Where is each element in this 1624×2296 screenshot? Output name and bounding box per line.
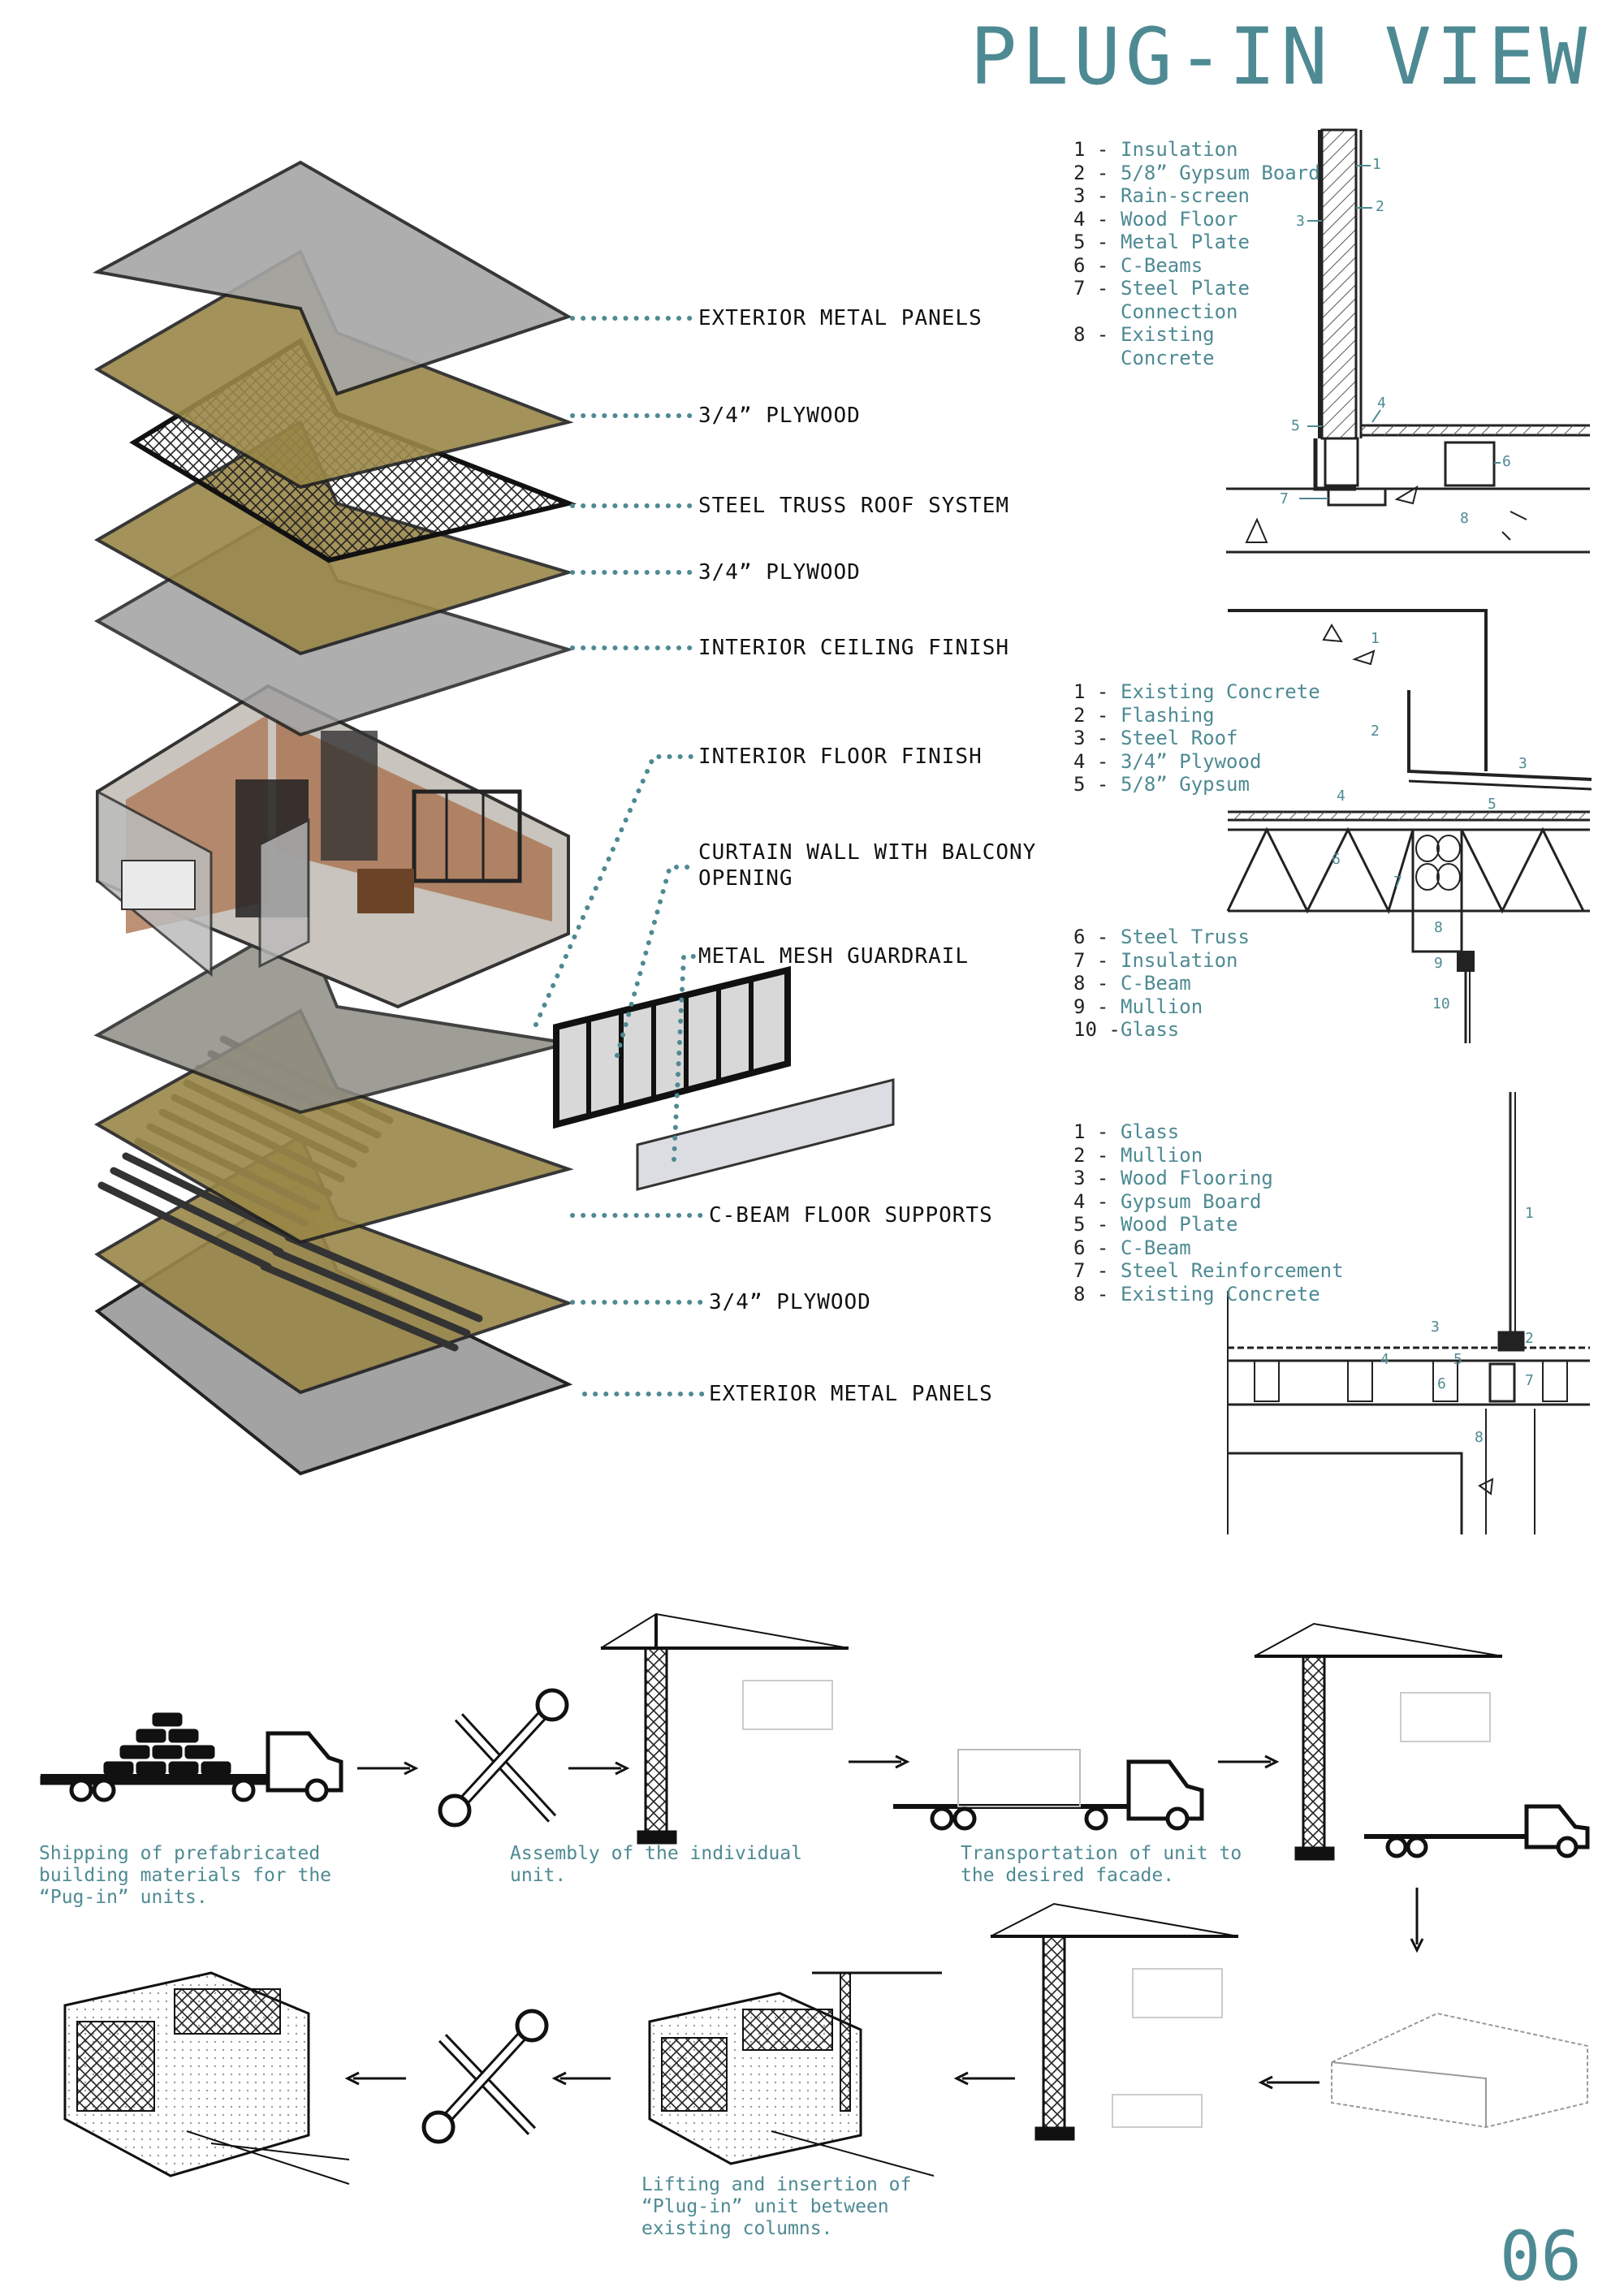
legend-row: 2 -5/8” Gypsum Board [1073, 161, 1320, 184]
tag: 1 [1371, 630, 1380, 647]
detail-section-3 [1227, 1092, 1590, 1534]
truck-with-materials [40, 1712, 343, 1802]
tag: 7 [1280, 490, 1289, 507]
legend-row: 1 -Insulation [1073, 138, 1238, 161]
interior-unit-model [96, 684, 570, 1009]
legend-row: 5 -Metal Plate [1073, 231, 1250, 253]
crane-2 [1254, 1622, 1590, 1861]
callout-steel-truss-roof: STEEL TRUSS ROOF SYSTEM [698, 494, 1010, 518]
legend-row: 2 -Flashing [1073, 703, 1215, 727]
tag: 2 [1371, 723, 1380, 740]
tag: 7 [1525, 1372, 1534, 1389]
tag: 8 [1475, 1429, 1484, 1446]
legend-row: 8 -Existing Concrete [1073, 1282, 1320, 1306]
legend-row: 8 -Existing Concrete [1073, 323, 1215, 369]
layer-top-metal-panel [93, 160, 572, 396]
legend-row: 2 -Mullion [1073, 1143, 1203, 1167]
callout-leaders [533, 316, 707, 1396]
legend-row: 8 -C-Beam [1073, 972, 1191, 995]
legend-row: 1 -Glass [1073, 1120, 1180, 1143]
exploded-axonometric [93, 160, 895, 1476]
tag: 4 [1337, 788, 1345, 805]
caption-shipping: Shipping of prefabricated building mater… [39, 1843, 332, 1908]
unit-lifted [1331, 2012, 1588, 2129]
callout-exterior-metal-panels-top: EXTERIOR METAL PANELS [698, 306, 983, 330]
tag: 6 [1437, 1375, 1446, 1392]
callout-c-beam-supports: C-BEAM FLOOR SUPPORTS [709, 1203, 993, 1228]
tag: 8 [1434, 919, 1443, 936]
legend-row: 10 -Glass [1073, 1018, 1180, 1041]
callout-plywood-under-truss: 3/4” PLYWOOD [698, 560, 861, 585]
tag: 3 [1518, 755, 1527, 772]
detail-2-legend-b: 6 -Steel Truss 7 -Insulation 8 -C-Beam 9… [1073, 926, 1250, 1042]
legend-row: 6 -Steel Truss [1073, 926, 1250, 948]
metal-mesh-guardrail [636, 1078, 895, 1191]
building-final [63, 1971, 350, 2185]
legend-row: 3 -Rain-screen [1073, 184, 1250, 207]
truck-with-unit [893, 1749, 1204, 1831]
curtain-wall-panel [553, 965, 791, 1129]
tag: 4 [1377, 395, 1386, 412]
tag: 9 [1434, 955, 1443, 972]
page-number: 06 [1499, 2216, 1582, 2296]
callout-interior-ceiling: INTERIOR CEILING FINISH [698, 636, 1010, 660]
legend-row: 7 -Insulation [1073, 948, 1238, 972]
legend-row: 1 -Existing Concrete [1073, 680, 1320, 703]
process-diagram [40, 1612, 1590, 2185]
crane-1 [600, 1612, 849, 1845]
crane-3 [990, 1902, 1239, 2141]
callout-plywood-bottom: 3/4” PLYWOOD [709, 1290, 871, 1314]
tag: 3 [1296, 213, 1305, 230]
legend-row: 4 -Wood Floor [1073, 207, 1238, 231]
detail-section-2 [1226, 609, 1592, 1043]
page-title: PLUG-IN VIEW [970, 11, 1592, 102]
legend-row: 5 -Wood Plate [1073, 1213, 1238, 1236]
tag: 5 [1453, 1351, 1462, 1368]
detail-section-1 [1226, 128, 1590, 554]
callout-interior-floor: INTERIOR FLOOR FINISH [698, 744, 983, 769]
legend-row: 6 -C-Beam [1073, 1236, 1191, 1259]
callout-exterior-metal-panels-bottom: EXTERIOR METAL PANELS [709, 1382, 993, 1406]
legend-row: 9 -Mullion [1073, 995, 1203, 1018]
tag: 7 [1393, 874, 1402, 891]
callout-curtain-wall: CURTAIN WALL WITH BALCONY OPENING [698, 840, 1037, 891]
tag: 4 [1380, 1351, 1389, 1368]
caption-transportation: Transportation of unit to the desired fa… [961, 1843, 1242, 1886]
tag: 2 [1525, 1330, 1534, 1347]
final-tools-icon [421, 2009, 549, 2144]
legend-row: 5 -5/8” Gypsum [1073, 773, 1250, 796]
legend-row: 6 -C-Beams [1073, 253, 1203, 277]
legend-row: 7 -Steel Reinforcement [1073, 1259, 1344, 1282]
legend-row: 3 -Wood Flooring [1073, 1167, 1273, 1189]
detail-1-legend: 1 -Insulation 2 -5/8” Gypsum Board 3 -Ra… [1073, 138, 1320, 369]
caption-lifting: Lifting and insertion of “Plug-in” unit … [641, 2174, 912, 2239]
tag: 1 [1525, 1205, 1534, 1222]
building-insertion-1 [648, 1971, 942, 2177]
legend-row: 4 -3/4” Plywood [1073, 749, 1262, 773]
tag: 6 [1332, 851, 1341, 868]
tag: 5 [1291, 417, 1300, 434]
legend-row: 4 -Gypsum Board [1073, 1189, 1262, 1213]
detail-2-legend-a: 1 -Existing Concrete 2 -Flashing 3 -Stee… [1073, 680, 1320, 796]
tag: 2 [1376, 198, 1384, 215]
tag: 6 [1502, 453, 1511, 470]
detail-3-legend: 1 -Glass 2 -Mullion 3 -Wood Flooring 4 -… [1073, 1120, 1344, 1306]
callout-plywood-top: 3/4” PLYWOOD [698, 404, 861, 428]
caption-assembly: Assembly of the individual unit. [510, 1843, 803, 1886]
callout-metal-mesh-guardrail: METAL MESH GUARDRAIL [698, 944, 970, 969]
legend-row: 3 -Steel Roof [1073, 727, 1238, 749]
tag: 10 [1432, 995, 1450, 1012]
legend-row: 7 -Steel Plate Connection [1073, 277, 1250, 323]
tag: 8 [1460, 510, 1469, 527]
assembly-tools-icon [438, 1688, 569, 1828]
tag: 3 [1431, 1318, 1440, 1336]
tag: 5 [1488, 796, 1497, 813]
tag: 1 [1372, 156, 1381, 173]
